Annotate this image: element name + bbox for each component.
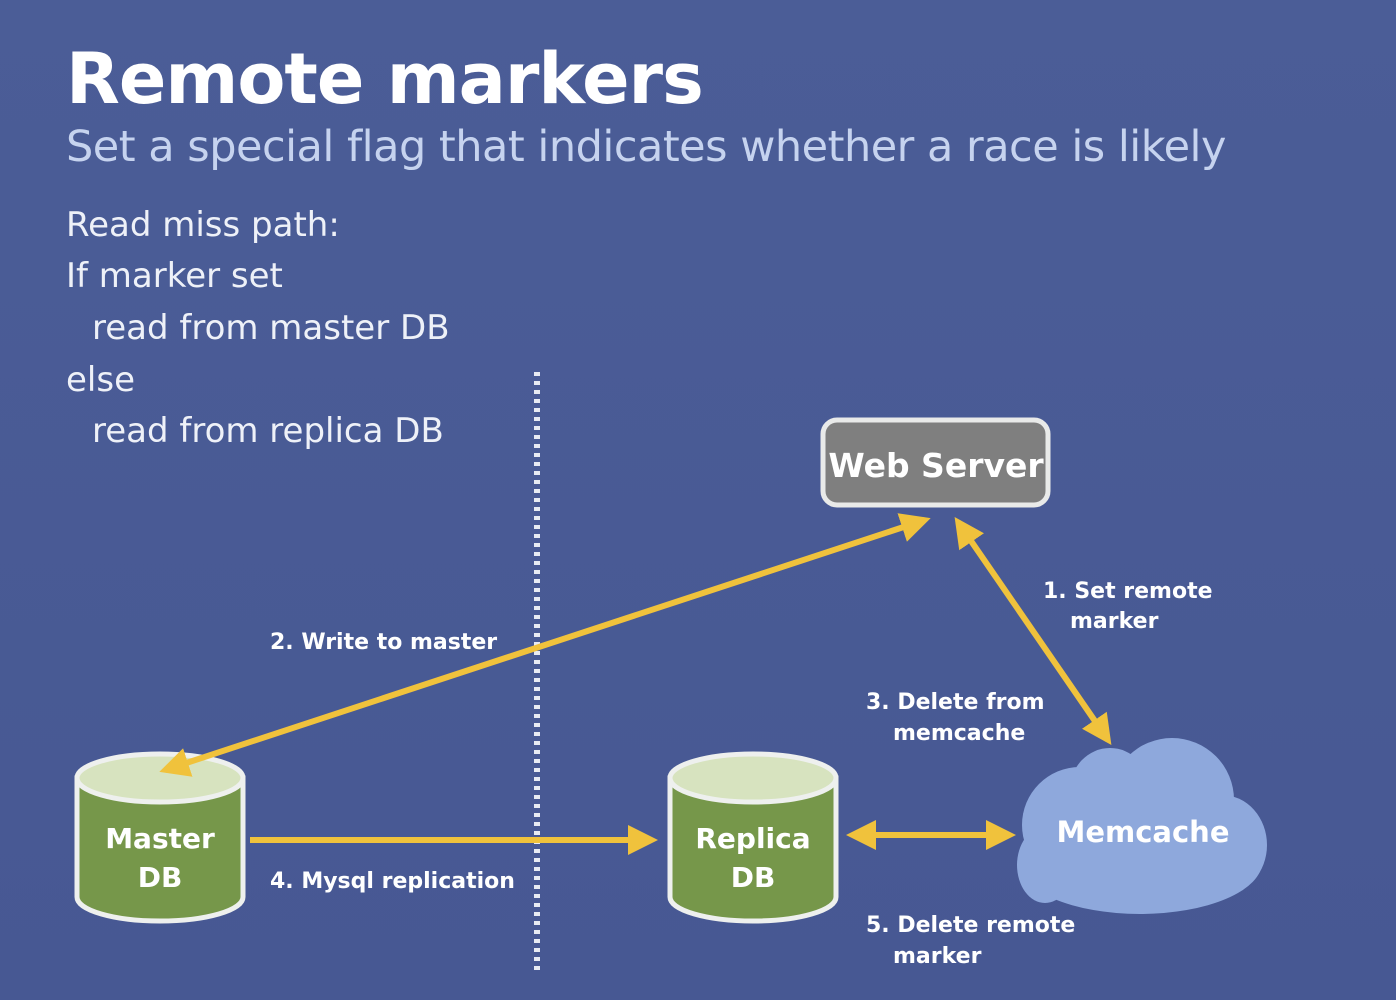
web-server-node: Web Server (820, 417, 1051, 508)
web-server-label: Web Server (828, 446, 1044, 485)
pseudocode-line-1: Read miss path: (66, 205, 340, 245)
master-db-label-line-2: DB (138, 861, 183, 894)
pseudocode-line-3: read from master DB (92, 308, 450, 348)
master-db-label-line-1: Master (105, 822, 215, 855)
pseudocode-line-5: read from replica DB (92, 411, 444, 451)
memcache-node: Memcache (1017, 738, 1267, 914)
pseudocode-line-4: else (66, 360, 135, 400)
step-5-label-line-1: 5. Delete remote (866, 913, 1075, 938)
replica-db-label-line-2: DB (731, 861, 776, 894)
step-3-label-line-2: memcache (893, 721, 1025, 746)
master-db-node: Master DB (74, 751, 246, 924)
memcache-label: Memcache (1056, 815, 1229, 849)
replica-db-node: Replica DB (667, 751, 839, 924)
pseudocode-line-2: If marker set (66, 256, 283, 296)
slide-title: Remote markers (66, 38, 704, 120)
step-2-label: 2. Write to master (270, 630, 497, 655)
step-3-label-line-1: 3. Delete from (866, 690, 1045, 715)
slide-subtitle: Set a special flag that indicates whethe… (66, 122, 1226, 172)
step-1-label-line-2: marker (1070, 609, 1159, 634)
step-5-label-line-2: marker (893, 944, 982, 969)
step-1-label-line-1: 1. Set remote (1043, 579, 1213, 604)
step-4-label: 4. Mysql replication (270, 869, 515, 894)
replica-db-label-line-1: Replica (695, 822, 810, 855)
arrow-write-to-master (159, 513, 931, 777)
arrow-set-remote-marker (954, 517, 1112, 745)
